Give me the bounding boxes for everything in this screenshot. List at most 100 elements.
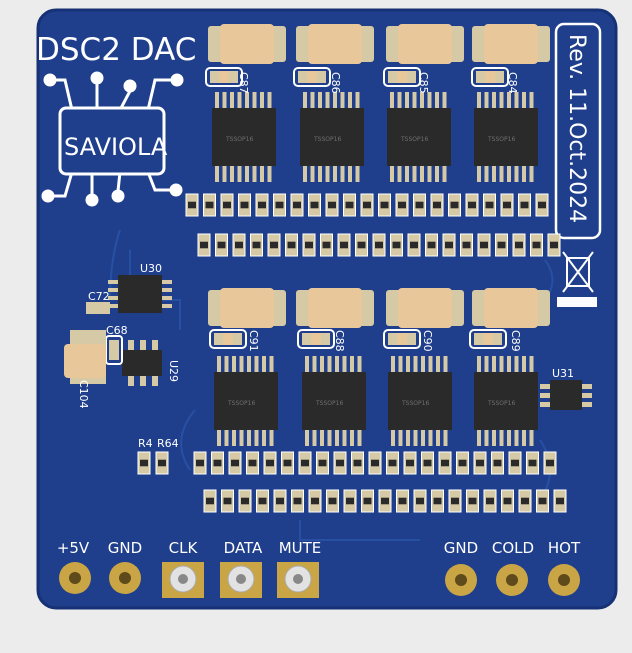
- ic-lead: [529, 356, 534, 372]
- ic-lead: [108, 280, 118, 284]
- ic-lead: [540, 384, 550, 389]
- resistor: [468, 497, 477, 505]
- connector-label-mute: MUTE: [279, 539, 322, 557]
- resistor: [293, 497, 302, 505]
- ic-lead: [303, 166, 307, 182]
- ic-lead: [427, 92, 432, 108]
- resistor: [205, 201, 214, 209]
- ic-marking: TSSOP16: [315, 400, 343, 407]
- label-c85: C85: [417, 72, 430, 94]
- ic-lead: [540, 402, 550, 407]
- label-c89: C89: [509, 330, 522, 352]
- u31-ic: [550, 380, 582, 410]
- data-connector[interactable]: [220, 562, 262, 598]
- label-u31: U31: [552, 367, 574, 380]
- silk-outline: [273, 489, 287, 513]
- smd-pad: [321, 333, 330, 345]
- connector-label-clk: CLK: [169, 539, 199, 557]
- label-c90: C90: [421, 330, 434, 352]
- resistor: [158, 459, 166, 467]
- ic-marking: TSSOP16: [487, 136, 515, 143]
- ic-lead: [215, 92, 219, 108]
- label-c91: C91: [247, 330, 260, 352]
- ic-lead: [436, 356, 440, 372]
- silk-outline: [477, 233, 491, 257]
- silk-outline: [355, 233, 368, 257]
- silk-outline: [298, 451, 312, 475]
- ic-lead: [492, 430, 496, 446]
- ic-lead: [303, 92, 307, 108]
- pad-gnd-left[interactable]: [109, 562, 141, 594]
- label-c84: C84: [506, 72, 519, 94]
- smd-capacitor: [223, 333, 233, 345]
- ic-lead: [140, 376, 146, 386]
- silk-outline: [343, 489, 357, 513]
- c72-capacitor: [86, 302, 110, 314]
- th-pads: [59, 562, 580, 596]
- ic-marking: TSSOP16: [487, 400, 515, 407]
- smd-pad: [474, 333, 483, 345]
- connector-label-5v: +5V: [57, 539, 90, 557]
- resistor: [546, 459, 554, 467]
- ic-lead: [262, 356, 266, 372]
- smd-pad: [298, 71, 307, 83]
- ic-lead: [230, 92, 234, 108]
- pad-cold[interactable]: [496, 564, 528, 596]
- ic-lead: [310, 92, 315, 108]
- ic-lead: [428, 430, 433, 446]
- resistor: [270, 241, 278, 249]
- ic-lead: [406, 356, 410, 372]
- ic-lead: [245, 92, 249, 108]
- silk-outline: [220, 193, 234, 217]
- ic-lead: [162, 296, 172, 300]
- ic-lead: [318, 166, 322, 182]
- ic-lead: [305, 430, 309, 446]
- silk-outline: [431, 489, 444, 513]
- ic-lead: [522, 430, 526, 446]
- resistor: [305, 241, 313, 249]
- ic-lead: [335, 356, 339, 372]
- clk-connector[interactable]: [162, 562, 204, 598]
- silk-outline: [403, 451, 417, 475]
- ic-marking: TSSOP16: [313, 136, 341, 143]
- silk-outline: [500, 193, 514, 217]
- ic-lead: [507, 430, 511, 446]
- pad-5v[interactable]: [59, 562, 91, 594]
- smd-capacitor: [397, 71, 407, 83]
- tssop16-ic: [302, 372, 366, 430]
- silk-outline: [255, 193, 269, 217]
- ic-lead: [413, 356, 418, 372]
- pad-hot[interactable]: [548, 564, 580, 596]
- silk-outline: [308, 193, 321, 217]
- silk-outline: [518, 489, 532, 513]
- silk-outline: [250, 233, 263, 257]
- ic-marking: TSSOP16: [227, 400, 255, 407]
- silk-outline: [448, 489, 462, 513]
- silk-outline: [320, 233, 333, 257]
- resistor: [328, 201, 336, 209]
- resistor: [521, 497, 529, 505]
- tssop16-ic: [388, 372, 452, 430]
- weee-bin-icon: [557, 251, 597, 307]
- mute-connector[interactable]: [277, 562, 319, 598]
- silk-outline: [430, 193, 444, 217]
- resistor: [258, 497, 267, 505]
- silk-outline: [361, 489, 374, 513]
- ic-lead: [522, 356, 526, 372]
- ic-lead: [398, 356, 403, 372]
- ic-lead: [397, 92, 402, 108]
- resistor: [503, 201, 511, 209]
- silk-outline: [466, 489, 479, 513]
- resistor: [380, 201, 389, 209]
- smd-pad: [388, 71, 397, 83]
- silk-outline: [407, 233, 421, 257]
- ic-lead: [582, 402, 592, 407]
- ic-lead: [325, 92, 330, 108]
- silk-outline: [501, 489, 514, 513]
- resistor: [310, 201, 319, 209]
- pad-gnd-right[interactable]: [445, 564, 477, 596]
- silk-outline: [518, 193, 531, 217]
- resistor: [556, 497, 564, 505]
- connector-label-hot: HOT: [548, 539, 581, 557]
- resistor: [528, 459, 537, 467]
